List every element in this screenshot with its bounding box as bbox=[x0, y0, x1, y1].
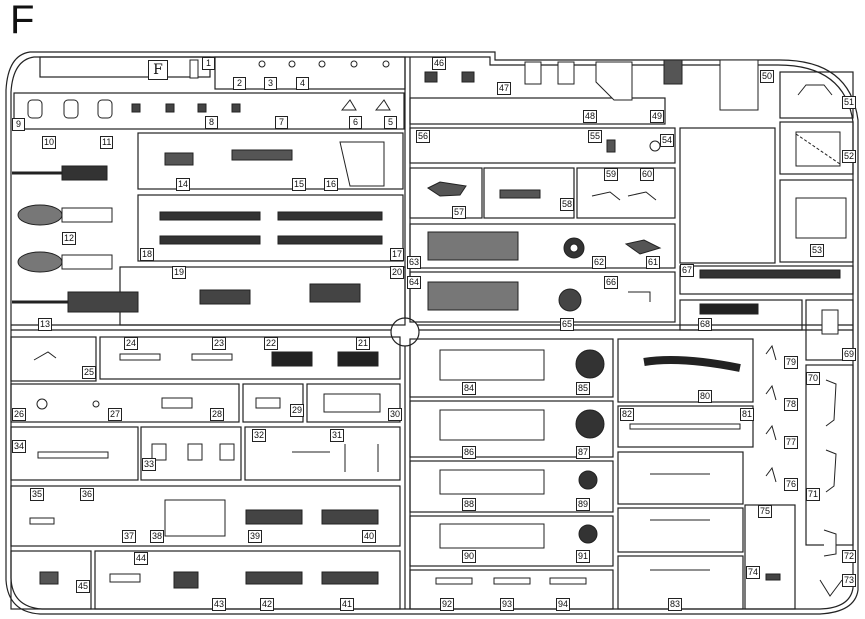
part-label-76: 76 bbox=[784, 478, 799, 491]
part-label-3: 3 bbox=[264, 77, 277, 90]
part-label-61: 61 bbox=[646, 256, 661, 269]
part-label-35: 35 bbox=[30, 488, 45, 501]
part-label-46: 46 bbox=[432, 57, 447, 70]
part-label-11: 11 bbox=[100, 136, 114, 149]
part-label-49: 49 bbox=[650, 110, 665, 123]
part-label-82: 82 bbox=[620, 408, 635, 421]
part-label-90: 90 bbox=[462, 550, 477, 563]
part-label-27: 27 bbox=[108, 408, 123, 421]
part-label-52: 52 bbox=[842, 150, 857, 163]
part-label-24: 24 bbox=[124, 337, 139, 350]
part-label-47: 47 bbox=[497, 82, 512, 95]
part-label-17: 17 bbox=[390, 248, 405, 261]
part-label-93: 93 bbox=[500, 598, 515, 611]
part-label-69: 69 bbox=[842, 348, 857, 361]
part-label-55: 55 bbox=[588, 130, 603, 143]
part-label-85: 85 bbox=[576, 382, 591, 395]
part-label-74: 74 bbox=[746, 566, 761, 579]
part-label-66: 66 bbox=[604, 276, 619, 289]
part-label-43: 43 bbox=[212, 598, 227, 611]
part-label-30: 30 bbox=[388, 408, 403, 421]
part-label-25: 25 bbox=[82, 366, 97, 379]
part-label-68: 68 bbox=[698, 318, 713, 331]
part-label-8: 8 bbox=[205, 116, 218, 129]
part-label-67: 67 bbox=[680, 264, 695, 277]
part-label-75: 75 bbox=[758, 505, 773, 518]
part-label-4: 4 bbox=[296, 77, 309, 90]
part-label-16: 16 bbox=[324, 178, 339, 191]
part-label-45: 45 bbox=[76, 580, 91, 593]
part-label-91: 91 bbox=[576, 550, 591, 563]
part-label-79: 79 bbox=[784, 356, 799, 369]
part-label-29: 29 bbox=[290, 404, 305, 417]
part-label-77: 77 bbox=[784, 436, 799, 449]
part-label-57: 57 bbox=[452, 206, 467, 219]
part-label-37: 37 bbox=[122, 530, 137, 543]
part-label-87: 87 bbox=[576, 446, 591, 459]
part-label-9: 9 bbox=[12, 118, 25, 131]
part-label-40: 40 bbox=[362, 530, 377, 543]
part-label-2: 2 bbox=[233, 77, 246, 90]
part-label-88: 88 bbox=[462, 498, 477, 511]
sprue-tag: F bbox=[148, 60, 168, 80]
part-label-12: 12 bbox=[62, 232, 77, 245]
part-label-21: 21 bbox=[356, 337, 371, 350]
part-label-26: 26 bbox=[12, 408, 27, 421]
part-label-22: 22 bbox=[264, 337, 279, 350]
part-label-56: 56 bbox=[416, 130, 431, 143]
part-label-59: 59 bbox=[604, 168, 619, 181]
part-label-33: 33 bbox=[142, 458, 157, 471]
part-label-83: 83 bbox=[668, 598, 683, 611]
part-label-50: 50 bbox=[760, 70, 775, 83]
part-label-70: 70 bbox=[806, 372, 821, 385]
part-label-62: 62 bbox=[592, 256, 607, 269]
part-label-72: 72 bbox=[842, 550, 857, 563]
part-label-73: 73 bbox=[842, 574, 857, 587]
part-label-53: 53 bbox=[810, 244, 825, 257]
part-label-31: 31 bbox=[330, 429, 345, 442]
part-label-5: 5 bbox=[384, 116, 397, 129]
part-label-78: 78 bbox=[784, 398, 799, 411]
part-label-51: 51 bbox=[842, 96, 857, 109]
part-label-48: 48 bbox=[583, 110, 598, 123]
part-label-58: 58 bbox=[560, 198, 575, 211]
part-label-13: 13 bbox=[38, 318, 53, 331]
part-label-6: 6 bbox=[349, 116, 362, 129]
part-label-19: 19 bbox=[172, 266, 187, 279]
part-label-18: 18 bbox=[140, 248, 155, 261]
part-label-65: 65 bbox=[560, 318, 575, 331]
part-label-36: 36 bbox=[80, 488, 95, 501]
part-label-60: 60 bbox=[640, 168, 655, 181]
part-label-92: 92 bbox=[440, 598, 455, 611]
part-label-7: 7 bbox=[275, 116, 288, 129]
part-label-23: 23 bbox=[212, 337, 227, 350]
part-label-81: 81 bbox=[740, 408, 755, 421]
part-label-1: 1 bbox=[202, 57, 215, 70]
part-label-94: 94 bbox=[556, 598, 571, 611]
part-label-86: 86 bbox=[462, 446, 477, 459]
part-label-64: 64 bbox=[407, 276, 422, 289]
part-label-71: 71 bbox=[806, 488, 821, 501]
part-label-28: 28 bbox=[210, 408, 225, 421]
part-label-38: 38 bbox=[150, 530, 165, 543]
part-label-63: 63 bbox=[407, 256, 422, 269]
part-label-42: 42 bbox=[260, 598, 275, 611]
part-label-54: 54 bbox=[660, 134, 675, 147]
part-label-34: 34 bbox=[12, 440, 27, 453]
part-label-32: 32 bbox=[252, 429, 267, 442]
part-label-80: 80 bbox=[698, 390, 713, 403]
part-label-84: 84 bbox=[462, 382, 477, 395]
part-label-41: 41 bbox=[340, 598, 355, 611]
part-label-10: 10 bbox=[42, 136, 57, 149]
part-label-44: 44 bbox=[134, 552, 149, 565]
part-label-15: 15 bbox=[292, 178, 307, 191]
sprue-letter: F bbox=[10, 0, 35, 42]
part-label-20: 20 bbox=[390, 266, 405, 279]
part-label-14: 14 bbox=[176, 178, 191, 191]
part-label-39: 39 bbox=[248, 530, 263, 543]
part-label-89: 89 bbox=[576, 498, 591, 511]
